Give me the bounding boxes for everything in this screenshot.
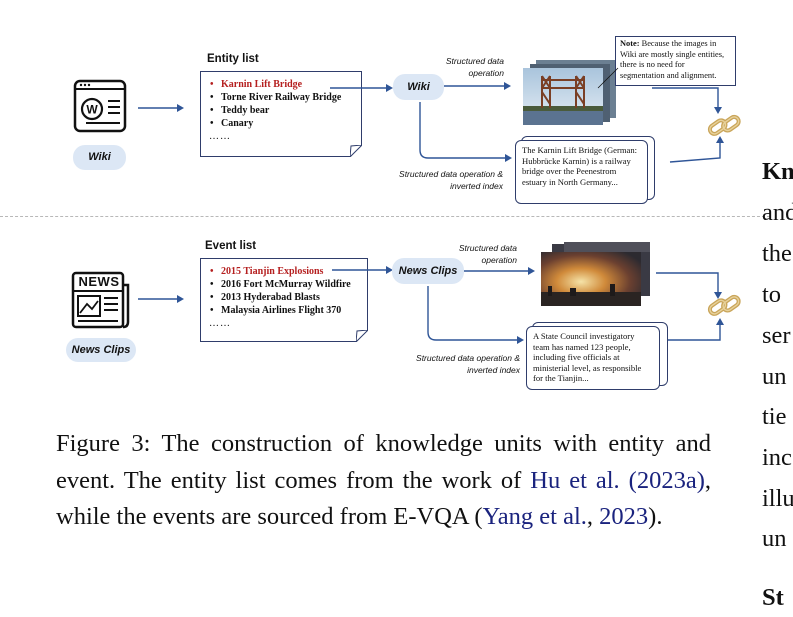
- citation-link[interactable]: Hu et al. (2023a): [530, 466, 705, 494]
- news-source-label: News Clips: [66, 338, 136, 362]
- newspaper-icon: [71, 271, 130, 329]
- arrow-down-right-icon: [427, 286, 524, 344]
- arrow-down-icon: [656, 272, 722, 299]
- arrow-right-icon: [330, 84, 393, 92]
- list-item: Karnin Lift Bridge: [207, 78, 355, 91]
- event-list-box: 2015 Tianjin Explosions 2016 Fort McMurr…: [200, 258, 368, 342]
- page-fold-icon: [350, 145, 362, 157]
- list-item: 2013 Hyderabad Blasts: [207, 291, 361, 304]
- entity-list-box: Karnin Lift Bridge Torne River Railway B…: [200, 71, 362, 157]
- arrow-up-icon: [668, 318, 724, 341]
- list-item: 2016 Fort McMurray Wildfire: [207, 278, 361, 291]
- note-label: Note:: [620, 39, 640, 48]
- caption-mid: , while the events are sourced from E-VQ…: [56, 466, 711, 531]
- arrow-right-icon: [138, 104, 184, 112]
- wiki-row: W Wiki Entity list Karnin Lift Bridge To…: [0, 0, 770, 215]
- right-column-line: ser: [762, 322, 791, 349]
- arrow-down-icon: [652, 87, 722, 114]
- right-column-line: un: [762, 525, 787, 552]
- note-box: Note: Because the images in Wiki are mos…: [615, 36, 736, 86]
- svg-text:W: W: [86, 103, 98, 117]
- arrow-right-icon: [464, 267, 535, 275]
- news-node: News Clips: [392, 258, 464, 284]
- right-column-line: the: [762, 240, 792, 267]
- right-column-heading: St: [762, 584, 784, 611]
- figure-caption: Figure 3: The construction of knowledge …: [56, 430, 711, 531]
- list-item: Canary: [207, 117, 355, 130]
- section-divider: [0, 216, 770, 217]
- right-column-line: and: [762, 199, 793, 226]
- right-column-line: illu: [762, 485, 793, 512]
- right-column-line: tie: [762, 403, 787, 430]
- list-item: Teddy bear: [207, 104, 355, 117]
- list-ellipsis: ……: [209, 318, 231, 329]
- arrow-right-icon: [332, 266, 393, 274]
- arrow-up-icon: [669, 136, 724, 163]
- note-pointer: [597, 67, 619, 89]
- wiki-source-label: Wiki: [73, 145, 126, 170]
- operation-label-inverted: Structured data operation & inverted ind…: [399, 169, 503, 191]
- page-fold-icon: [356, 330, 368, 342]
- list-item: Malaysia Airlines Flight 370: [207, 304, 361, 317]
- event-list-title: Event list: [205, 240, 257, 252]
- link-icon: [707, 294, 741, 316]
- arrow-right-icon: [138, 295, 184, 303]
- newspaper-icon-text: NEWS: [78, 274, 120, 289]
- list-item: Torne River Railway Bridge: [207, 91, 355, 104]
- explosion-image: [541, 242, 650, 306]
- bridge-image: [523, 60, 616, 125]
- arrow-right-icon: [444, 82, 511, 90]
- caption-end: ).: [648, 503, 663, 530]
- right-column-line: to: [762, 281, 782, 308]
- news-text-card: A State Council investigatory team has n…: [526, 326, 660, 390]
- right-column-line: inc: [762, 444, 792, 471]
- citation-link[interactable]: Yang et al.: [482, 503, 587, 530]
- news-row: NEWS News Clips Event list 2015 Tianjin …: [0, 218, 770, 398]
- note-text: Because the images in Wiki are mostly si…: [620, 39, 725, 80]
- wiki-icon: W: [73, 79, 127, 133]
- right-column-line: Kn: [762, 158, 793, 185]
- caption-lead: Figure 3: The construction of knowledge …: [56, 430, 711, 494]
- entity-list-title: Entity list: [207, 53, 259, 65]
- citation-year-link[interactable]: 2023: [599, 503, 649, 530]
- operation-label-inverted: Structured data operation & inverted ind…: [416, 353, 520, 375]
- list-item: 2015 Tianjin Explosions: [207, 265, 361, 278]
- wiki-node: Wiki: [393, 74, 444, 100]
- arrow-down-right-icon: [419, 102, 512, 162]
- link-icon: [707, 114, 741, 136]
- wiki-text-card: The Karnin Lift Bridge (German: Hubbrück…: [515, 140, 648, 204]
- operation-label: Structured data operation: [445, 56, 504, 78]
- operation-label: Structured data operation: [458, 243, 517, 265]
- list-ellipsis: ……: [209, 131, 231, 142]
- right-column-line: un: [762, 363, 787, 390]
